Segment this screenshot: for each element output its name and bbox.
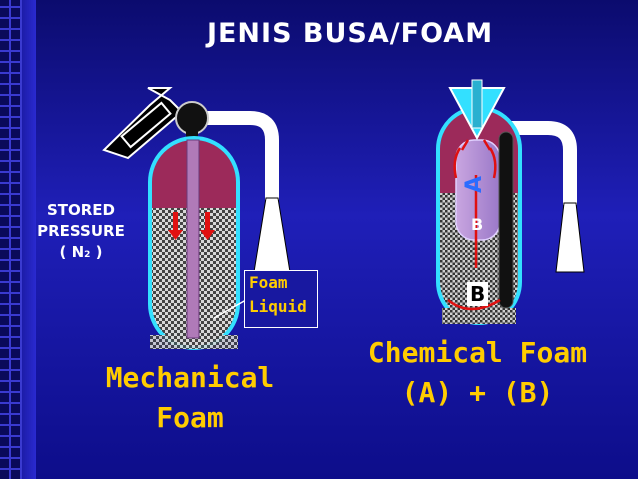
mechanical-foam-extinguisher <box>102 87 291 350</box>
stored-pressure-suffix: ) <box>90 243 103 261</box>
label-a: A <box>462 175 488 194</box>
chemical-caption-line2: (A) + (B) <box>401 376 554 409</box>
hose <box>205 111 279 200</box>
stored-pressure-prefix: ( N <box>59 243 85 261</box>
reaction-lines <box>447 139 501 311</box>
chemical-foam-extinguisher <box>436 79 585 325</box>
stored-pressure-label: STORED PRESSURE ( N2 ) <box>26 200 136 266</box>
page-title: JENIS BUSA/FOAM <box>206 18 494 49</box>
label-b-outer: B <box>467 282 489 306</box>
stored-pressure-subscript: 2 <box>84 250 91 260</box>
stored-pressure-line1: STORED <box>46 201 116 219</box>
chemical-caption-line1: Chemical Foam <box>367 336 588 369</box>
foam-liquid-line2: Liquid <box>249 297 307 316</box>
nozzle <box>555 202 585 273</box>
label-b-inner: B <box>471 215 484 234</box>
mechanical-foam-caption: Mechanical Foam <box>95 358 285 438</box>
mechanical-caption-line2: Foam <box>156 401 224 434</box>
foam-liquid-line1: Foam <box>249 273 288 292</box>
chemical-foam-caption: Chemical Foam (A) + (B) <box>345 333 610 413</box>
stored-pressure-line2: PRESSURE <box>37 222 125 240</box>
pressure-arrows <box>168 212 215 240</box>
nozzle <box>253 197 291 273</box>
foam-liquid-pointer <box>213 299 247 319</box>
dip-tube <box>186 139 200 339</box>
handle-grip <box>120 101 172 149</box>
foam-liquid-label: Foam Liquid <box>244 270 318 328</box>
mechanical-caption-line1: Mechanical <box>105 361 275 394</box>
discharge-tube <box>498 131 514 309</box>
decorative-grid-strip <box>0 0 22 479</box>
decorative-side-band <box>22 0 36 479</box>
hose <box>498 121 577 205</box>
stored-pressure-line3: ( N2 ) <box>26 242 136 266</box>
